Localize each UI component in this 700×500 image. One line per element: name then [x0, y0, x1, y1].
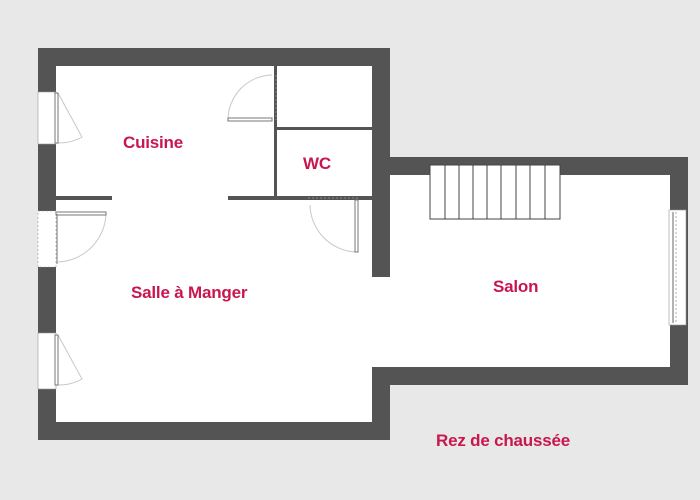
room-label-cuisine: Cuisine: [123, 133, 184, 152]
room-label-salle-a-manger: Salle à Manger: [131, 283, 248, 302]
floor-area: [56, 66, 670, 422]
interior-walls: [56, 66, 372, 200]
windows: [37, 91, 687, 390]
staircase: [429, 164, 561, 220]
doors: [54, 74, 360, 386]
room-label-wc: WC: [303, 154, 331, 173]
room-label-salon: Salon: [493, 277, 539, 296]
floor-title: Rez de chaussée: [436, 431, 571, 450]
